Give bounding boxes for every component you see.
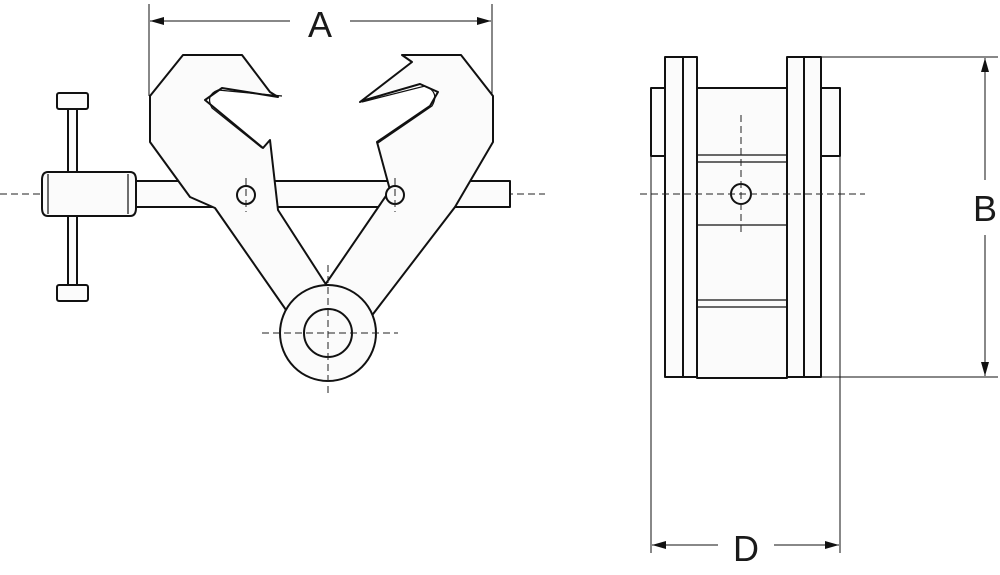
t-handle-bottom-knob <box>56 284 89 302</box>
dim-a-label: A <box>308 4 332 45</box>
dim-b-arrow-bottom <box>981 362 989 376</box>
side-center-body <box>696 87 788 379</box>
front-view: A <box>0 4 545 395</box>
screw-sleeve <box>41 171 137 217</box>
right-outer-plate <box>803 56 822 378</box>
dim-d-arrow-right <box>825 541 839 549</box>
dim-a-arrow-right <box>477 17 491 25</box>
left-outer-plate <box>664 56 684 378</box>
dim-d-label: D <box>733 528 759 569</box>
dim-d-arrow-left <box>652 541 666 549</box>
t-handle-top-knob <box>56 92 89 110</box>
dim-b-label: B <box>973 188 997 229</box>
right-jaw <box>324 54 494 319</box>
right-hook-spring <box>361 85 436 144</box>
side-view: B D <box>640 56 998 569</box>
left-inner-plate <box>682 56 698 378</box>
left-hook-spring <box>208 89 283 149</box>
right-inner-plate <box>786 56 805 378</box>
dim-a-arrow-left <box>150 17 164 25</box>
dim-b-arrow-top <box>981 58 989 72</box>
